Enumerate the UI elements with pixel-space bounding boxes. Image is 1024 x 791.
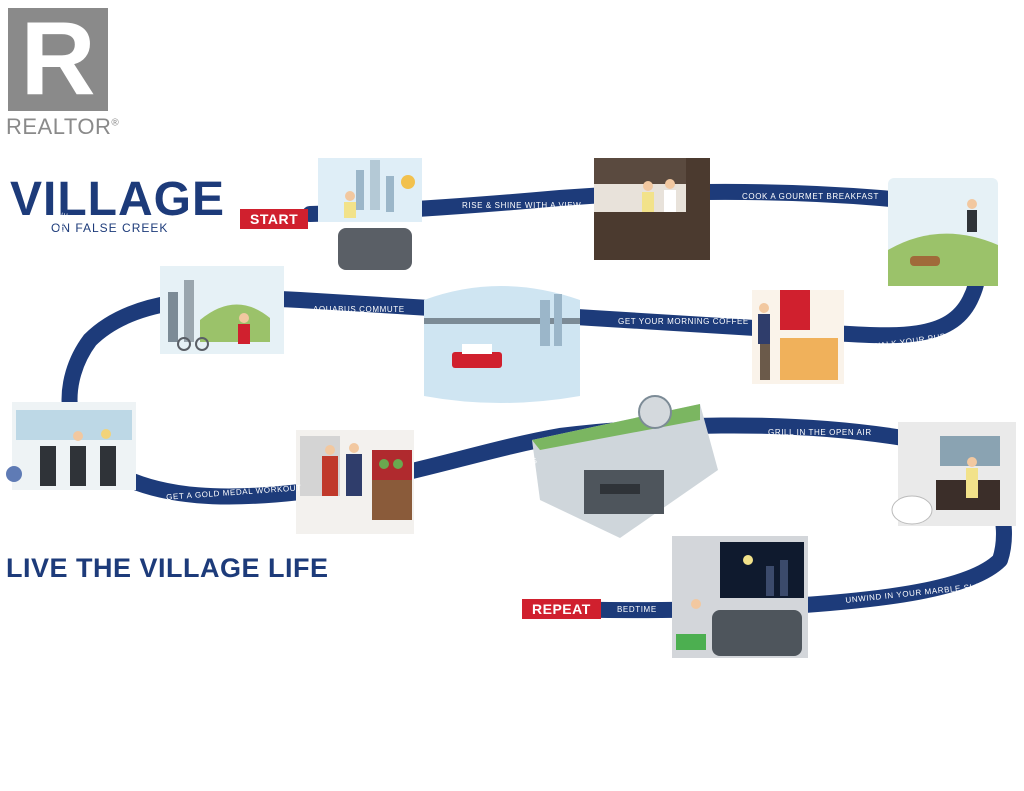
realtor-wordmark: REALTOR®	[6, 114, 119, 140]
realtor-word: REALTOR	[6, 114, 112, 139]
step-label-morning-coffee: GET YOUR MORNING COFFEE	[618, 317, 749, 326]
scene-rise-and-shine	[318, 158, 422, 270]
start-badge: START	[240, 209, 309, 229]
step-label-aquabus-commute: AQUABUS COMMUTE	[313, 305, 405, 314]
repeat-badge: REPEAT	[522, 599, 601, 619]
scene-morning-coffee	[752, 290, 844, 384]
page-title: VILLAGE	[10, 173, 226, 226]
scene-open-air	[532, 395, 718, 538]
step-label-bedtime: BEDTIME	[617, 605, 657, 614]
step-label-gourmet-breakfast: COOK A GOURMET BREAKFAST	[742, 192, 879, 201]
realtor-logo: R	[8, 1, 108, 117]
scene-scenic-route	[160, 266, 284, 354]
scene-marble-bath	[891, 422, 1016, 526]
tagline: LIVE THE VILLAGE LIFE	[6, 553, 329, 583]
scene-bedtime	[672, 536, 808, 658]
scene-dog-park	[888, 178, 998, 286]
step-label-rise-shine: RISE & SHINE WITH A VIEW	[462, 201, 582, 210]
step-label-grill-open-air: GRILL IN THE OPEN AIR	[768, 428, 872, 437]
page-subtitle: ON FALSE CREEK	[51, 221, 169, 235]
scene-workout	[6, 402, 136, 490]
realtor-logo-letter: R	[20, 1, 96, 117]
scene-aquabus	[424, 286, 580, 403]
scene-essentials	[296, 430, 414, 534]
scene-gourmet-kitchen	[594, 158, 710, 260]
registered-mark: ®	[111, 117, 120, 129]
